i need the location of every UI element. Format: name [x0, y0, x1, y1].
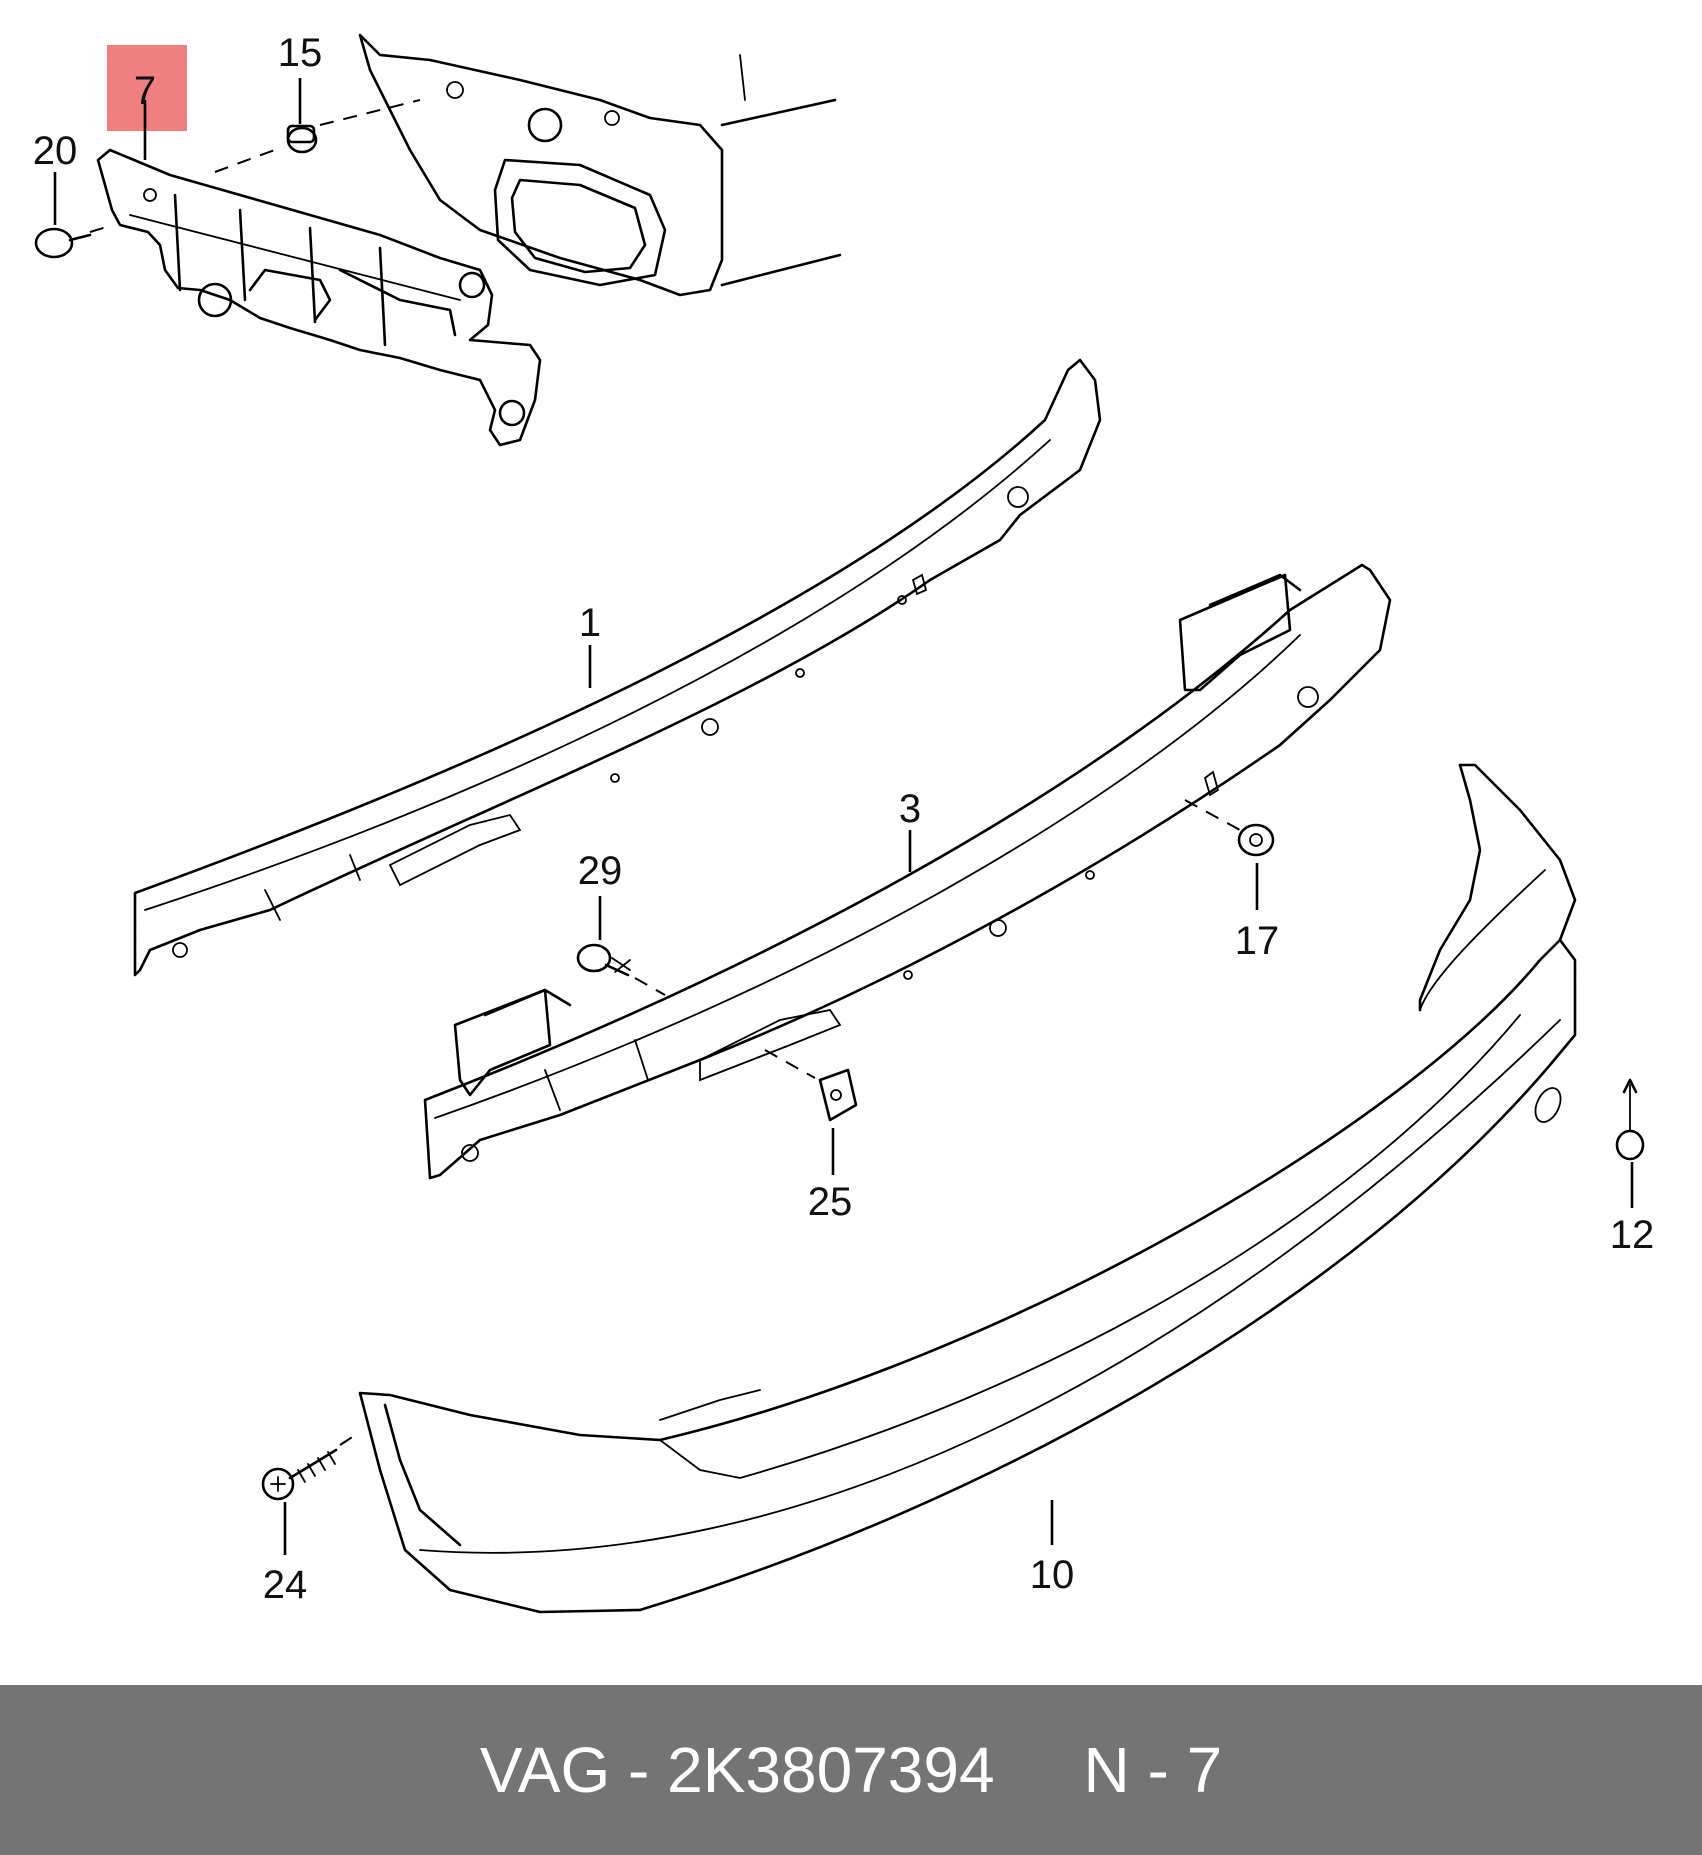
part-29-bolt — [576, 943, 666, 996]
callout-25: 25 — [808, 1180, 853, 1224]
callout-17: 17 — [1235, 919, 1280, 963]
callout-1: 1 — [579, 601, 601, 645]
callout-24: 24 — [263, 1563, 308, 1607]
part-20-clip — [34, 225, 111, 259]
part-10-bumper-cover — [358, 763, 1577, 1614]
part-number-footer: VAG - 2K3807394 N - 7 — [0, 1685, 1702, 1855]
body-panel — [358, 33, 842, 297]
callout-7: 7 — [134, 69, 156, 113]
part-1-reinforcement — [133, 358, 1102, 977]
part-17-nut — [1184, 799, 1275, 857]
callout-7-highlight — [107, 45, 187, 131]
footer-part-number: 2K3807394 — [667, 1734, 995, 1806]
part-24-screw — [261, 1431, 361, 1501]
part-7-bracket — [96, 148, 542, 447]
part-12-clip — [1615, 1078, 1645, 1161]
part-3-crossmember — [423, 563, 1392, 1180]
callout-29: 29 — [578, 849, 623, 893]
part-15-nut — [214, 99, 421, 173]
parts-diagram: 7 15 20 1 3 29 17 25 12 24 10 — [32, 31, 1655, 1614]
footer-position-label: N - 7 — [1083, 1734, 1223, 1806]
callout-10: 10 — [1030, 1553, 1075, 1597]
callout-12: 12 — [1610, 1213, 1655, 1257]
parts-drawing: 7 15 20 1 3 29 17 25 12 24 10 — [33, 31, 1655, 1614]
callout-15: 15 — [278, 31, 323, 75]
footer-brand: VAG — [479, 1734, 611, 1806]
callout-20: 20 — [33, 129, 78, 173]
callout-3: 3 — [899, 787, 921, 831]
footer-separator: - — [628, 1734, 650, 1806]
part-25-clip — [764, 1049, 858, 1122]
